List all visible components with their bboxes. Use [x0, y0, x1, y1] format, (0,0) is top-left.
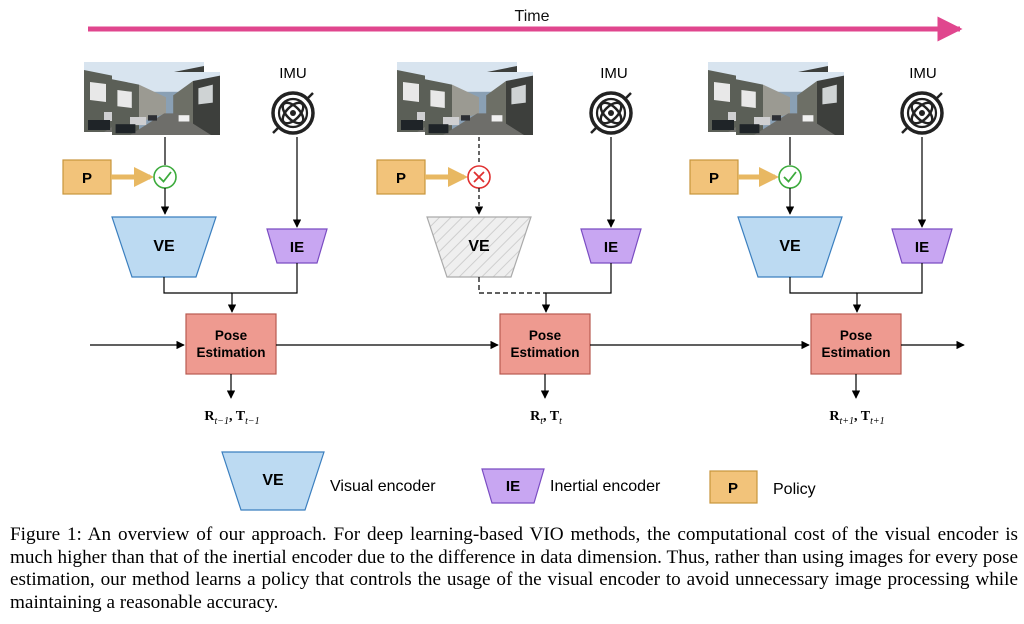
imu-icon [900, 91, 944, 135]
camera-image-front [425, 72, 533, 135]
pose-label-line2: Estimation [196, 345, 265, 360]
visual-encoder-skipped: VE [426, 216, 532, 278]
legend: VE Visual encoder IE Inertial encoder P … [221, 451, 816, 511]
ie-label: IE [290, 239, 304, 256]
pose-estimation: Pose Estimation [499, 313, 591, 375]
pose-estimation: Pose Estimation [185, 313, 277, 375]
policy-label: P [709, 170, 719, 187]
vio-diagram: Time IMU P VE IE Pose E [62, 8, 965, 511]
check-icon [778, 165, 802, 189]
ie-label: IE [915, 239, 929, 256]
policy-box: P [62, 159, 112, 195]
policy-label: P [396, 170, 406, 187]
pose-label-line1: Pose [840, 328, 873, 343]
legend-ve: VE Visual encoder [221, 451, 436, 511]
ve-label: VE [153, 238, 175, 255]
inertial-encoder: IE [266, 228, 328, 264]
timestep-2: IMU P VE IE Pose Estimation Rt [376, 62, 642, 427]
ie-label: IE [604, 239, 618, 256]
inertial-encoder: IE [891, 228, 953, 264]
policy-box: P [689, 159, 739, 195]
imu-label: IMU [600, 65, 628, 82]
visual-encoder: VE [111, 216, 217, 278]
legend-ve-symbol: VE [262, 472, 284, 489]
pose-label-line2: Estimation [510, 345, 579, 360]
timestep-1: IMU P VE IE Pose Estimation Rt [62, 62, 328, 427]
legend-ie-symbol: IE [506, 478, 520, 495]
cross-icon [467, 165, 491, 189]
legend-ie-text: Inertial encoder [550, 478, 661, 495]
legend-p: P Policy [709, 470, 816, 504]
check-icon [153, 165, 177, 189]
ve-label: VE [468, 238, 490, 255]
inertial-encoder: IE [580, 228, 642, 264]
ve-label: VE [779, 238, 801, 255]
pose-output: Rt−1, Tt−1 [204, 409, 259, 427]
pose-output: Rt, Tt [530, 409, 562, 427]
pose-label-line2: Estimation [821, 345, 890, 360]
pose-label-line1: Pose [529, 328, 562, 343]
legend-p-symbol: P [728, 480, 738, 497]
figure-caption: Figure 1: An overview of our approach. F… [10, 524, 1018, 613]
imu-icon [271, 91, 315, 135]
legend-ve-text: Visual encoder [330, 478, 436, 495]
pose-estimation: Pose Estimation [810, 313, 902, 375]
pose-output: Rt+1, Tt+1 [829, 409, 884, 427]
imu-label: IMU [279, 65, 307, 82]
legend-ie: IE Inertial encoder [481, 468, 661, 504]
timestep-3: IMU P VE IE Pose Estimation Rt [689, 62, 953, 427]
legend-p-text: Policy [773, 481, 816, 498]
camera-image-front [736, 72, 844, 135]
visual-encoder: VE [737, 216, 843, 278]
policy-box: P [376, 159, 426, 195]
camera-image-front [112, 72, 220, 135]
time-label: Time [515, 8, 550, 25]
pose-label-line1: Pose [215, 328, 248, 343]
imu-label: IMU [909, 65, 937, 82]
policy-label: P [82, 170, 92, 187]
imu-icon [589, 91, 633, 135]
